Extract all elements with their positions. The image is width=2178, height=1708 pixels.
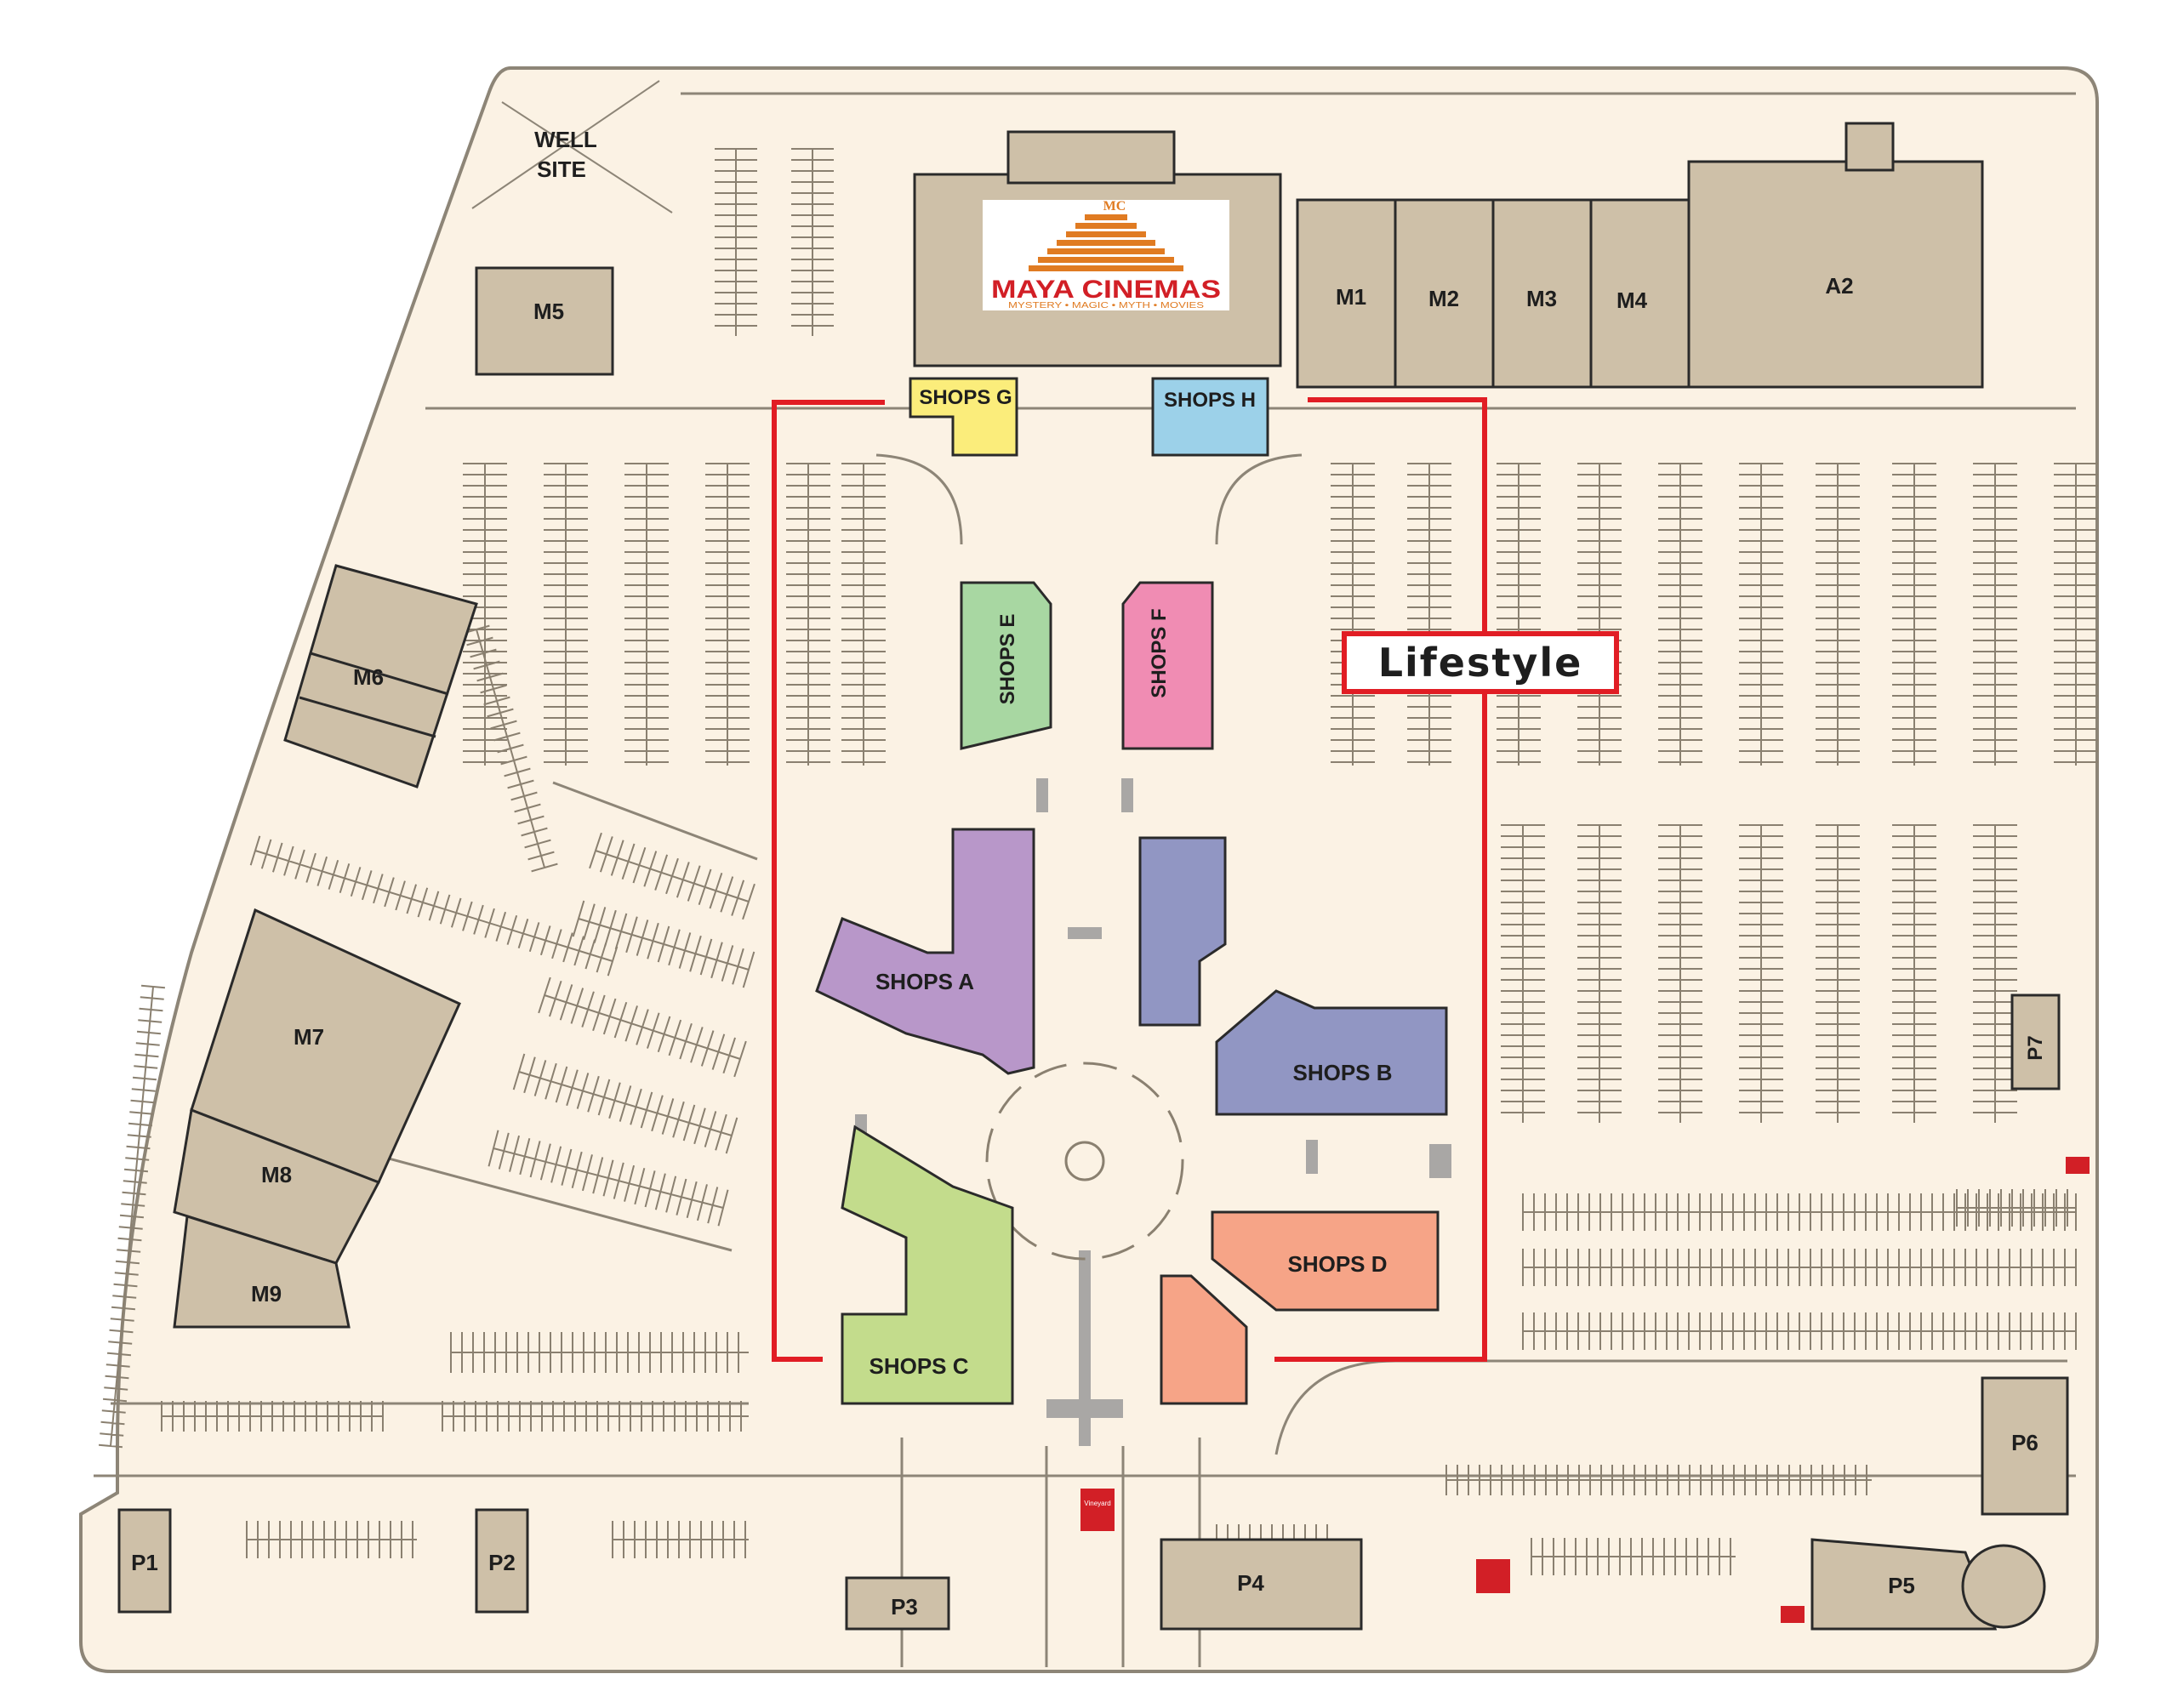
label-p3: P3 <box>891 1594 918 1620</box>
building-m6 <box>283 564 478 789</box>
well-site-label-line1: WELL <box>534 127 597 152</box>
well-site <box>471 80 673 214</box>
shops-a-building <box>815 828 1035 1075</box>
lifestyle-label-box <box>1342 631 1619 694</box>
label-p1: P1 <box>131 1550 158 1575</box>
label-shops-b: SHOPS B <box>1292 1060 1392 1085</box>
well-site-label-line2: SITE <box>537 157 586 182</box>
building-p1 <box>117 1508 172 1614</box>
shops-d-building <box>1211 1210 1440 1312</box>
logo-name: MAYA CINEMAS <box>991 276 1221 304</box>
label-m3: M3 <box>1526 286 1557 311</box>
label-shops-g: SHOPS G <box>919 386 1012 409</box>
label-m7: M7 <box>294 1024 324 1050</box>
label-p4: P4 <box>1237 1570 1264 1596</box>
pyramid-emblem <box>1029 214 1183 271</box>
label-m1: M1 <box>1336 284 1366 310</box>
label-p2: P2 <box>488 1550 516 1575</box>
vineyard-sign-label: Vineyard <box>1084 1500 1110 1507</box>
label-m6: M6 <box>353 664 384 690</box>
building-m3 <box>1491 198 1593 389</box>
site-ground <box>79 66 2099 1673</box>
label-m5: M5 <box>533 299 564 324</box>
building-p4 <box>1160 1538 1363 1631</box>
building-p2 <box>475 1508 529 1614</box>
lifestyle-boundary <box>772 397 1487 1362</box>
label-shops-d: SHOPS D <box>1287 1251 1387 1277</box>
label-p5: P5 <box>1888 1573 1915 1598</box>
label-shops-a: SHOPS A <box>875 969 974 994</box>
building-m5 <box>475 266 614 376</box>
building-m2 <box>1394 198 1495 389</box>
lifestyle-label: Lifestyle <box>1378 640 1583 686</box>
label-shops-f: SHOPS F <box>1148 608 1171 697</box>
building-m4 <box>1589 198 1691 389</box>
shops-g-building <box>909 377 1018 457</box>
building-p6 <box>1981 1376 2069 1516</box>
maya-cinemas-logo: MC MAYA CINEMAS MYSTERY • MAGIC • MYTH •… <box>983 199 1229 310</box>
shops-b-north-building <box>1138 836 1227 1027</box>
label-shops-c: SHOPS C <box>869 1353 968 1379</box>
label-m9: M9 <box>251 1281 282 1307</box>
label-m8: M8 <box>261 1162 292 1187</box>
label-m2: M2 <box>1428 286 1459 311</box>
building-a2 <box>1687 122 1984 389</box>
building-p7 <box>2010 993 2061 1090</box>
logo-tagline: MYSTERY • MAGIC • MYTH • MOVIES <box>1008 301 1204 310</box>
shops-c-building <box>841 1124 1014 1405</box>
label-p7: P7 <box>2024 1035 2047 1060</box>
shops-f-building <box>1121 581 1214 750</box>
label-shops-e: SHOPS E <box>996 614 1019 705</box>
label-m4: M4 <box>1616 288 1648 313</box>
shops-h-building <box>1151 377 1269 457</box>
shops-e-building <box>960 581 1052 750</box>
central-rings <box>985 1062 1184 1261</box>
logo-monogram: MC <box>1103 199 1126 214</box>
building-p5 <box>1810 1538 2046 1631</box>
shops-d-south-building <box>1160 1274 1248 1405</box>
shops-b-building <box>1215 989 1448 1116</box>
label-shops-h: SHOPS H <box>1164 389 1256 412</box>
building-m9 <box>173 1215 351 1329</box>
walkways <box>855 778 1451 1446</box>
building-p3 <box>845 1576 950 1631</box>
vineyard-signs <box>1080 1157 2090 1623</box>
label-a2: A2 <box>1825 273 1853 299</box>
label-p6: P6 <box>2011 1430 2038 1455</box>
